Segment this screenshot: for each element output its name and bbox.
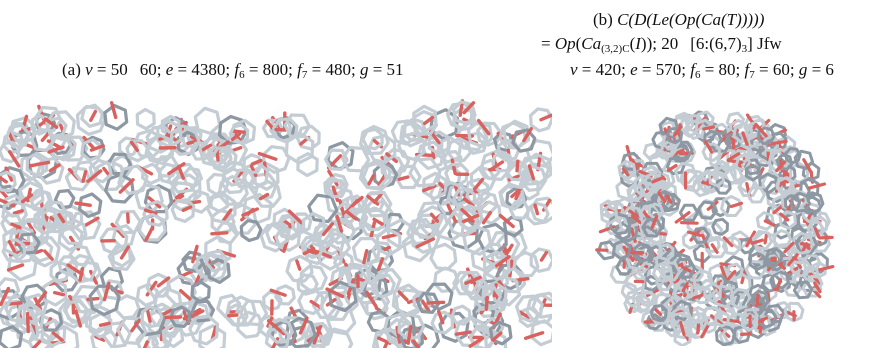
structure-b-image xyxy=(578,108,854,346)
caption-b-formula-text: C(D(Le(Op(Ca(T))))) xyxy=(617,10,765,29)
structure-a-render xyxy=(0,99,552,348)
caption-b-label: (b) xyxy=(593,10,613,29)
caption-a-label: (a) xyxy=(62,60,81,79)
structure-b-render xyxy=(595,110,835,346)
caption-b-equivalence: = Op(Ca(3,2)C(I)); 20[6:(6,7)3] Jfw xyxy=(541,34,782,55)
caption-b-formula: (b) C(D(Le(Op(Ca(T))))) xyxy=(593,10,764,30)
caption-a-e: e xyxy=(165,60,174,79)
caption-a-v: v xyxy=(85,60,93,79)
caption-b-counts: v = 420; e = 570; f6 = 80; f7 = 60; g = … xyxy=(570,60,834,81)
structure-a-image xyxy=(0,98,552,348)
